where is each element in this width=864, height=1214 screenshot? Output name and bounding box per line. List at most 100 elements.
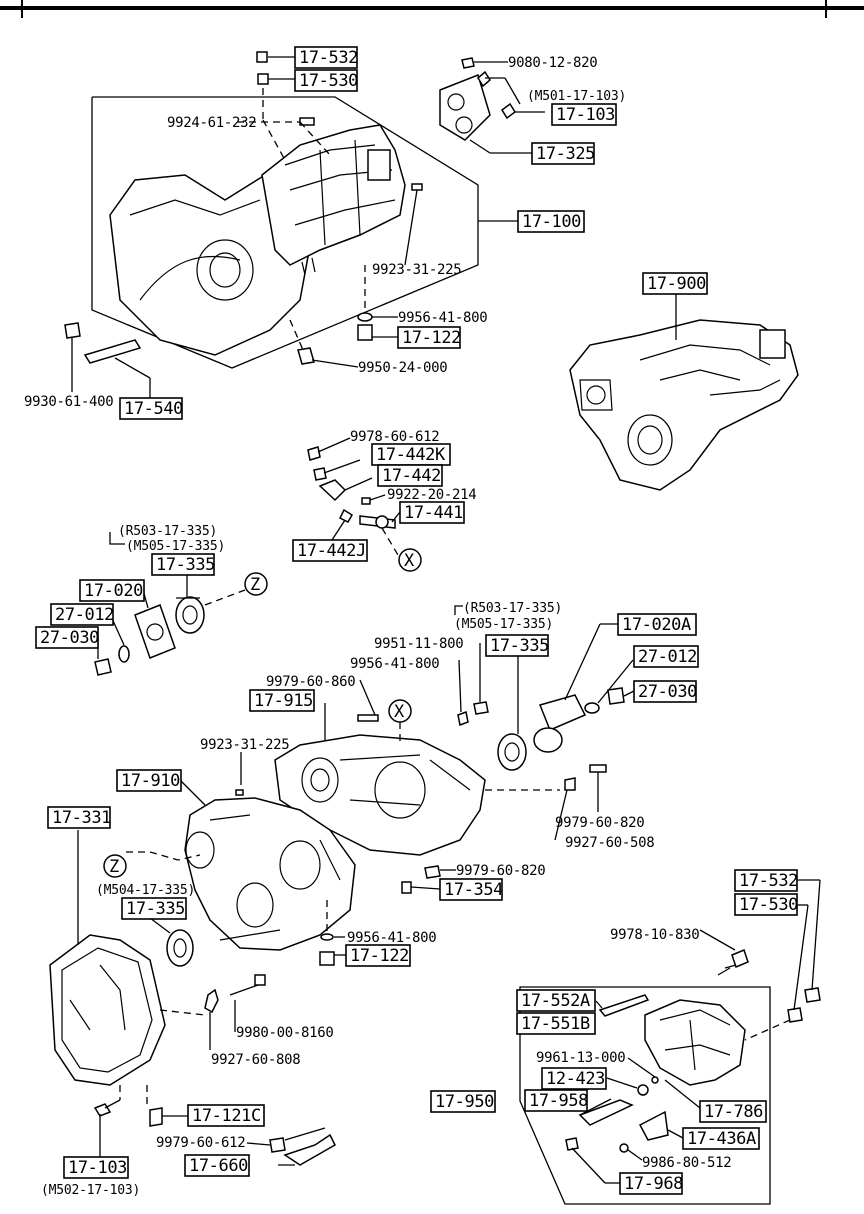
label-9927-60-508: 9927-60-508 bbox=[565, 835, 654, 851]
svg-text:17-436A: 17-436A bbox=[687, 1129, 756, 1149]
callout-17-786[interactable]: 17-786 bbox=[699, 1100, 767, 1123]
label-9978-60-612: 9978-60-612 bbox=[350, 429, 439, 445]
svg-text:17-910: 17-910 bbox=[121, 771, 180, 791]
callout-27-030-right[interactable]: 27-030 bbox=[633, 680, 698, 703]
label-m505-right: (M505-17-335) bbox=[454, 617, 553, 632]
svg-text:17-442: 17-442 bbox=[382, 466, 441, 486]
svg-text:17-103: 17-103 bbox=[556, 105, 615, 125]
callout-17-442J[interactable]: 17-442J bbox=[292, 539, 368, 562]
label-9978-10-830: 9978-10-830 bbox=[610, 927, 699, 943]
label-9923-31-225-top: 9923-31-225 bbox=[372, 262, 461, 278]
callout-17-442[interactable]: 17-442 bbox=[377, 464, 443, 487]
svg-text:17-442K: 17-442K bbox=[376, 445, 446, 465]
callout-17-020[interactable]: 17-020 bbox=[79, 579, 145, 602]
transmission-assembly-drawing bbox=[64, 51, 545, 400]
callout-27-012-right[interactable]: 27-012 bbox=[633, 645, 699, 668]
label-9922-20-214: 9922-20-214 bbox=[387, 487, 476, 503]
rear-case-drawing bbox=[49, 830, 336, 1166]
label-9924-61-232: 9924-61-232 bbox=[167, 115, 256, 131]
svg-text:Z: Z bbox=[250, 575, 260, 595]
extension-seal-right-drawing bbox=[454, 605, 635, 771]
callout-17-441[interactable]: 17-441 bbox=[399, 501, 465, 524]
callout-17-436A[interactable]: 17-436A bbox=[682, 1127, 760, 1150]
label-9956-41-800-low: 9956-41-800 bbox=[347, 930, 436, 946]
svg-text:17-335: 17-335 bbox=[490, 636, 549, 656]
svg-text:17-530: 17-530 bbox=[299, 71, 358, 91]
svg-text:17-530: 17-530 bbox=[739, 895, 798, 915]
svg-text:17-335: 17-335 bbox=[126, 899, 185, 919]
label-9956-41-800-top: 9956-41-800 bbox=[398, 310, 487, 326]
svg-text:17-660: 17-660 bbox=[189, 1156, 248, 1176]
callout-17-122-low[interactable]: 17-122 bbox=[345, 944, 411, 967]
svg-text:17-552A: 17-552A bbox=[521, 991, 590, 1011]
reference-z-low: Z bbox=[103, 854, 127, 878]
svg-text:17-020: 17-020 bbox=[84, 581, 143, 601]
label-9951-11-800: 9951-11-800 bbox=[374, 636, 463, 652]
svg-text:17-020A: 17-020A bbox=[622, 615, 691, 635]
callout-17-331[interactable]: 17-331 bbox=[47, 806, 112, 829]
svg-text:17-103: 17-103 bbox=[68, 1158, 127, 1178]
svg-text:17-915: 17-915 bbox=[254, 691, 313, 711]
callout-17-103-top[interactable]: 17-103 bbox=[551, 103, 617, 126]
callout-12-423[interactable]: 12-423 bbox=[541, 1067, 607, 1090]
svg-text:17-441: 17-441 bbox=[404, 503, 463, 523]
shift-linkage-drawing bbox=[307, 437, 401, 556]
svg-text:17-121C: 17-121C bbox=[192, 1106, 261, 1126]
label-r503-right: (R503-17-335) bbox=[463, 601, 562, 616]
callout-17-900[interactable]: 17-900 bbox=[642, 272, 708, 295]
label-9961-13-000: 9961-13-000 bbox=[536, 1050, 625, 1066]
callout-17-103-low[interactable]: 17-103 bbox=[63, 1156, 129, 1179]
svg-text:17-950: 17-950 bbox=[435, 1092, 494, 1112]
label-9080-12-820: 9080-12-820 bbox=[508, 55, 597, 71]
callout-17-335-left[interactable]: 17-335 bbox=[151, 553, 215, 576]
svg-text:12-423: 12-423 bbox=[546, 1069, 605, 1089]
callout-17-532-top[interactable]: 17-532 bbox=[294, 46, 358, 69]
label-9986-80-512: 9986-80-512 bbox=[642, 1155, 731, 1171]
callout-17-100[interactable]: 17-100 bbox=[517, 210, 585, 233]
callout-17-122-top[interactable]: 17-122 bbox=[397, 326, 461, 349]
callout-17-335-low[interactable]: 17-335 bbox=[121, 897, 187, 920]
svg-text:17-331: 17-331 bbox=[52, 808, 111, 828]
svg-text:Z: Z bbox=[109, 857, 119, 877]
svg-text:17-325: 17-325 bbox=[536, 144, 595, 164]
callout-17-530-right[interactable]: 17-530 bbox=[734, 893, 799, 916]
top-border bbox=[0, 0, 864, 18]
shift-control-box-drawing bbox=[519, 879, 821, 1205]
reference-x-top: X bbox=[398, 548, 422, 572]
callout-17-968[interactable]: 17-968 bbox=[619, 1172, 684, 1195]
callout-17-552A[interactable]: 17-552A bbox=[516, 989, 596, 1012]
callout-17-660[interactable]: 17-660 bbox=[184, 1154, 250, 1177]
svg-text:17-100: 17-100 bbox=[522, 212, 581, 232]
reference-x-mid: X bbox=[388, 699, 412, 723]
svg-text:X: X bbox=[404, 551, 415, 571]
callout-17-335-right[interactable]: 17-335 bbox=[485, 634, 549, 657]
svg-text:17-354: 17-354 bbox=[444, 880, 503, 900]
callout-17-354[interactable]: 17-354 bbox=[439, 878, 504, 901]
label-9956-41-800-mid: 9956-41-800 bbox=[350, 656, 439, 672]
svg-text:17-122: 17-122 bbox=[402, 328, 461, 348]
callout-17-915[interactable]: 17-915 bbox=[249, 689, 315, 712]
callout-17-442K[interactable]: 17-442K bbox=[371, 443, 451, 466]
label-r503-left: (R503-17-335) bbox=[118, 524, 217, 539]
extension-seal-left-drawing bbox=[94, 532, 246, 676]
transmission-17-900-drawing bbox=[569, 292, 799, 491]
callout-17-020A[interactable]: 17-020A bbox=[617, 613, 697, 636]
callout-17-530-top[interactable]: 17-530 bbox=[294, 69, 359, 92]
callout-17-532-right[interactable]: 17-532 bbox=[734, 869, 798, 892]
label-9980-00-8160: 9980-00-8160 bbox=[236, 1025, 334, 1041]
callout-27-012-left[interactable]: 27-012 bbox=[50, 603, 114, 626]
svg-text:17-551B: 17-551B bbox=[521, 1014, 590, 1034]
part-labels: 17-532 17-530 9080-12-820 (M501-17-103) … bbox=[24, 46, 799, 1198]
callout-17-540[interactable]: 17-540 bbox=[119, 397, 184, 420]
callout-17-910[interactable]: 17-910 bbox=[116, 769, 182, 792]
callout-17-325[interactable]: 17-325 bbox=[531, 142, 595, 165]
callout-17-551B[interactable]: 17-551B bbox=[516, 1012, 596, 1035]
callout-17-950[interactable]: 17-950 bbox=[430, 1090, 496, 1113]
label-9923-31-225-mid: 9923-31-225 bbox=[200, 737, 289, 753]
callout-27-030-left[interactable]: 27-030 bbox=[35, 626, 100, 649]
label-m505-left: (M505-17-335) bbox=[126, 539, 225, 554]
label-m502-17-103: (M502-17-103) bbox=[41, 1183, 140, 1198]
callout-17-121C[interactable]: 17-121C bbox=[187, 1104, 265, 1127]
callout-17-958[interactable]: 17-958 bbox=[524, 1089, 589, 1112]
